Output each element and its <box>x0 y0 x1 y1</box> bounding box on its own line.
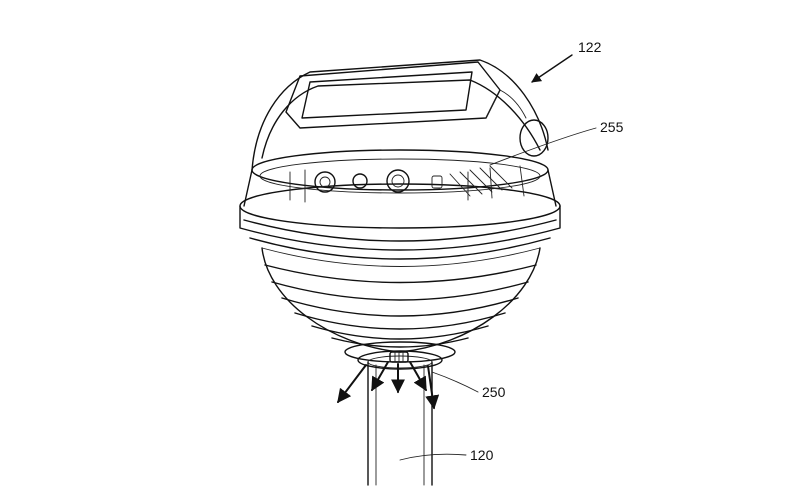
label-250: 250 <box>482 384 506 400</box>
label-122: 122 <box>578 39 602 55</box>
upper-housing <box>251 59 549 171</box>
flow-arrows <box>337 361 440 410</box>
sensor-band <box>243 149 557 207</box>
label-255: 255 <box>600 119 624 135</box>
lower-flange <box>239 183 561 267</box>
leader-lines <box>399 54 597 461</box>
label-120: 120 <box>470 447 494 463</box>
stepped-dome <box>261 247 541 370</box>
